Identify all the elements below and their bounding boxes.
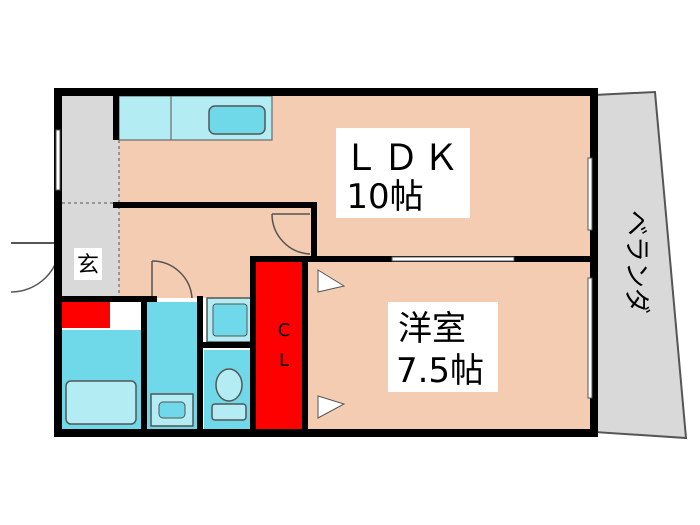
ldk-label-bg [336, 128, 470, 218]
ldk-label: ＬＤＫ [343, 138, 463, 179]
closet-label-bottom: L [279, 350, 289, 371]
west-window [55, 129, 61, 191]
closet-door-arrow-bottom [317, 395, 346, 419]
ldk-size: 10帖 [346, 177, 423, 217]
washroom-door-swing [151, 260, 193, 299]
sink-icon [208, 105, 266, 135]
closet-door-arrow-top [317, 269, 346, 293]
closet-label-bg [268, 312, 298, 376]
western-label-bg [388, 302, 498, 392]
sliding-door [391, 256, 515, 262]
entrance-label-bg [74, 248, 102, 280]
hall-door-swing [271, 213, 311, 255]
bathtub-icon [65, 380, 137, 425]
washbasin-bowl [158, 401, 186, 419]
balcony-window-lower [587, 277, 593, 399]
balcony-label: ベランダ [621, 210, 651, 314]
entrance-door-swing [10, 242, 61, 293]
toilet-icon [215, 368, 243, 402]
toilet-tank [211, 403, 247, 421]
balcony-window-upper [587, 157, 593, 231]
entrance-label: 玄 [77, 253, 99, 278]
western-room-size: 7.5帖 [396, 351, 484, 391]
closet-label-top: C [278, 320, 291, 341]
western-room-label: 洋室 [398, 309, 466, 349]
washing-machine-inner [212, 303, 248, 337]
shoe-storage [62, 302, 110, 328]
